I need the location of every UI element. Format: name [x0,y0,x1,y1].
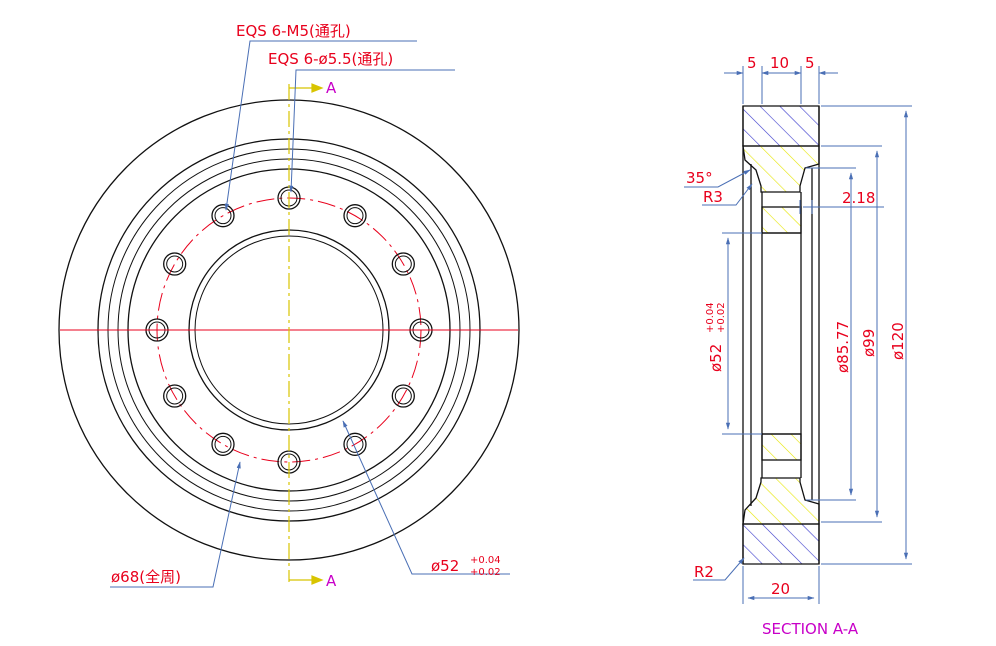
dim-top-right: 5 [805,54,815,72]
hatch-web-bottom [742,477,820,525]
leader-tapped-holes [224,40,417,211]
dim-bore-tol-upper: +0.04 [705,302,716,333]
bolt-hole-inner [346,435,364,453]
bolt-hole [211,432,235,456]
dim-bore-tol-lower: +0.02 [716,302,727,333]
hatch-hub-top [761,206,802,234]
hatch-rim-top [742,105,820,147]
bolt-hole [343,432,367,456]
bolt-hole-inner [214,435,232,453]
dim-hub [806,167,856,501]
leader-through-holes [289,69,455,193]
bolt-hole [391,252,415,276]
radius-small: R3 [703,188,723,206]
radius-bottom: R2 [694,563,714,581]
callout-tapped-holes: EQS 6-M5(通孔) [236,22,351,40]
callout-through-holes: EQS 6-ø5.5(通孔) [268,50,393,68]
dim-mid [821,145,882,523]
section-title: SECTION A-A [762,620,859,638]
dim-bore-label: ø52 [707,344,725,372]
dim-bore [722,232,762,435]
bolt-hole-inner [346,207,364,225]
dim-outer-label: ø120 [889,322,907,360]
bolt-hole [343,204,367,228]
dim-step [799,200,884,214]
pcd-label: ø68(全周) [111,568,181,586]
bolt-hole [211,204,235,228]
hatch-web-top [742,145,820,193]
bolt-hole-inner [166,255,184,273]
bore-label: ø52 [431,557,459,575]
leader-r2 [693,557,745,581]
dim-top-mid: 10 [770,54,789,72]
bolt-hole [391,384,415,408]
dim-hub-label: ø85.77 [834,321,852,373]
dim-top-widths [724,66,838,104]
front-view: A A EQS 6-M5(通孔) EQS 6-ø5.5(通孔) ø68(全周) … [58,22,520,590]
hatch-hub-bottom [761,433,802,461]
bolt-hole [163,252,187,276]
leader-pcd [110,461,241,588]
dim-width [742,566,820,604]
bolt-hole [163,384,187,408]
section-mark-bottom: A [326,572,337,590]
hatch-rim-bottom [742,523,820,565]
section-outline [742,106,820,564]
section-arrow-top [289,83,324,93]
section-view: 5 10 5 35° R3 2.18 ø52 +0.04 +0.02 ø8 [684,54,912,638]
dim-step-label: 2.18 [842,189,875,207]
bolt-hole-inner [214,207,232,225]
bore-tol-lower: +0.02 [470,567,501,578]
section-mark-top: A [326,79,337,97]
dim-outer [821,105,912,565]
bolt-hole-inner [394,387,412,405]
bolt-hole-inner [166,387,184,405]
leader-bore [342,420,510,575]
leader-r3 [702,183,753,206]
dim-top-left: 5 [747,54,757,72]
angle-label: 35° [686,169,713,187]
section-arrow-bottom [289,575,324,585]
bore-tol-upper: +0.04 [470,555,501,566]
leader-angle [684,169,751,188]
dim-width-label: 20 [771,580,790,598]
bolt-hole-inner [394,255,412,273]
dim-mid-label: ø99 [860,329,878,357]
